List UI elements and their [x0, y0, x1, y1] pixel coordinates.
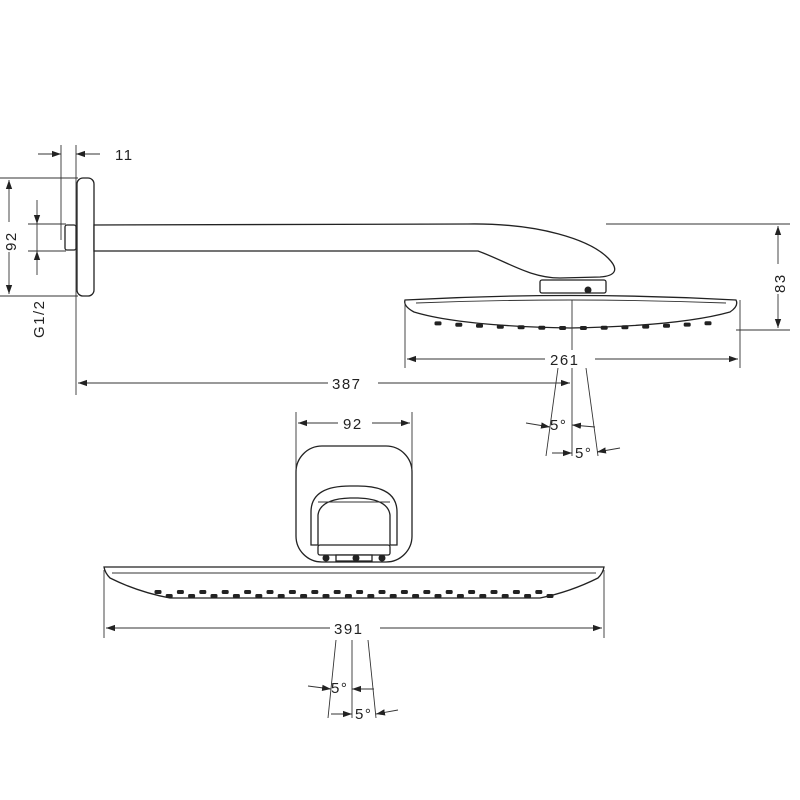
- nozzle: [663, 323, 670, 328]
- nozzle: [344, 594, 352, 598]
- nozzle: [524, 594, 532, 598]
- nozzle: [367, 594, 375, 598]
- nozzle: [221, 590, 229, 594]
- nozzle: [434, 321, 442, 326]
- dim-83-label: 83: [772, 273, 789, 293]
- nozzle: [642, 324, 650, 329]
- dim-g12-label: G1/2: [31, 299, 48, 338]
- wall-connector: [64, 224, 77, 251]
- front-view: 92 391 5° 5°: [103, 412, 605, 723]
- nozzle: [579, 326, 587, 330]
- nozzle: [496, 324, 504, 329]
- dim-92-front-label: 92: [343, 416, 363, 433]
- nozzle: [535, 590, 543, 594]
- nozzle: [538, 325, 546, 330]
- nozzle: [445, 590, 453, 594]
- nozzle: [517, 325, 525, 330]
- nozzle: [621, 325, 629, 330]
- joint-screw: [584, 286, 592, 294]
- joint-front: [317, 544, 391, 556]
- nozzle: [378, 590, 386, 594]
- shower-arm: [93, 223, 616, 279]
- nozzle: [154, 590, 162, 594]
- nozzle: [476, 323, 483, 328]
- nozzle: [244, 590, 252, 594]
- nozzle: [400, 590, 408, 594]
- shower-head-front: [103, 566, 605, 599]
- nozzle: [176, 590, 184, 594]
- nozzle: [322, 594, 330, 598]
- nozzle: [210, 594, 218, 598]
- nozzle: [455, 322, 463, 327]
- dim-5deg-b-arrow-right: [596, 447, 621, 454]
- dim-5deg-d-arrow-right: [375, 709, 399, 716]
- dim-5deg-d-label: 5°: [355, 706, 372, 723]
- nozzle: [232, 594, 240, 598]
- nozzle: [188, 594, 196, 598]
- nozzle: [479, 594, 487, 598]
- nozzle: [356, 590, 364, 594]
- nozzle: [501, 594, 509, 598]
- nozzle: [277, 594, 285, 598]
- shower-head-side: [404, 294, 738, 329]
- dim-92-side-label: 92: [3, 231, 20, 251]
- nozzle: [456, 594, 464, 598]
- dim-5deg-a-arrow-left: [525, 422, 551, 429]
- nozzle: [255, 594, 263, 598]
- nozzle: [600, 325, 608, 330]
- dim-5deg-b-label: 5°: [575, 445, 592, 462]
- dim-5deg-a-arrow-right: [571, 422, 596, 429]
- nozzle: [512, 590, 520, 594]
- side-view: 11 92 G1/2 83 261 387 5° 5°: [0, 145, 790, 462]
- nozzle: [559, 326, 567, 330]
- nozzle: [165, 594, 173, 598]
- nozzle: [288, 590, 296, 594]
- nozzle: [300, 594, 308, 598]
- dim-261-label: 261: [550, 352, 580, 369]
- dim-5deg-c-label: 5°: [331, 680, 348, 697]
- nozzle: [423, 590, 431, 594]
- nozzle: [434, 594, 442, 598]
- wall-plate-front: [295, 445, 413, 563]
- nozzle: [412, 594, 420, 598]
- nozzle: [311, 590, 319, 594]
- nozzle: [490, 590, 498, 594]
- arm-joint: [539, 279, 607, 294]
- wall-plate: [76, 177, 95, 297]
- side-nozzles: [434, 321, 712, 330]
- dim-5deg-a-label: 5°: [550, 417, 567, 434]
- nozzle: [266, 590, 274, 594]
- arm-front: [310, 485, 398, 546]
- dim-387-label: 387: [332, 376, 362, 393]
- nozzle: [199, 590, 207, 594]
- dim-11-label: 11: [115, 147, 134, 164]
- nozzle: [389, 594, 397, 598]
- nozzle: [333, 590, 341, 594]
- nozzle: [704, 321, 712, 326]
- nozzle: [683, 322, 691, 327]
- dim-5deg-c-arrow-left: [307, 684, 332, 691]
- nozzle: [468, 590, 476, 594]
- dim-391-label: 391: [334, 621, 364, 638]
- front-nozzles: [154, 590, 554, 598]
- nozzle: [546, 594, 554, 598]
